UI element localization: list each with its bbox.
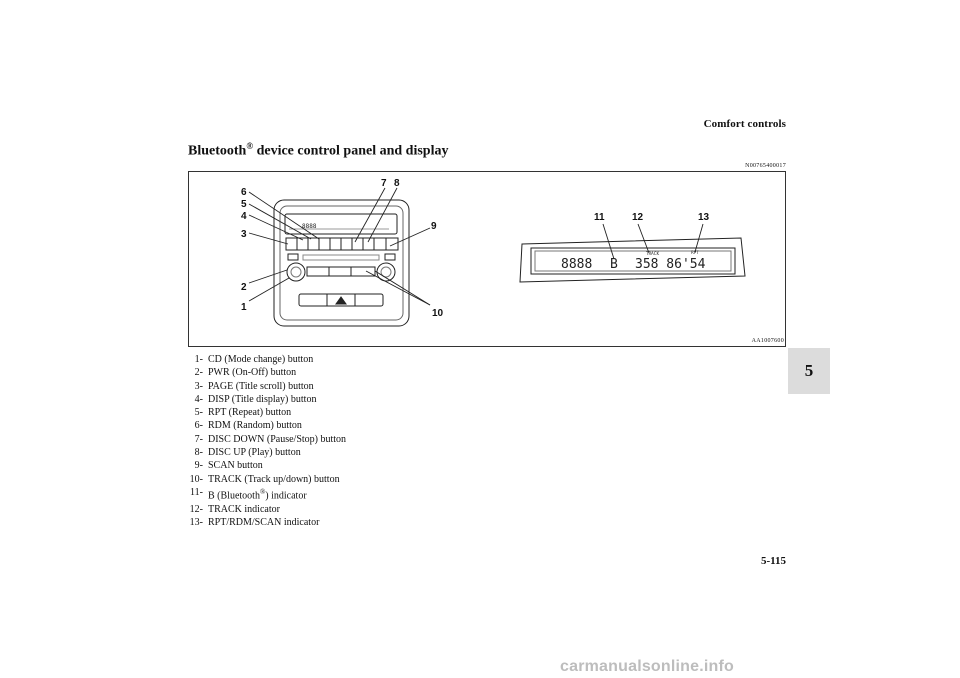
figure-code: AA1007600 [751,338,784,344]
legend-item: 11-B (Bluetooth®) indicator [190,486,307,502]
legend-item: 4-DISP (Title display) button [194,393,317,405]
section-tab: 5 [788,348,830,394]
legend-item: 7-DISC DOWN (Pause/Stop) button [194,433,347,445]
callout-2: 2 [241,282,247,293]
disc-slot [302,254,380,261]
display-screen [530,247,736,275]
title-main: Bluetooth [188,143,247,159]
hazard-bar [298,293,384,307]
legend-item: 6-RDM (Random) button [194,420,302,432]
callout-13: 13 [698,212,710,223]
rpt-indicator: RPT [691,250,699,255]
callout-12: 12 [632,212,644,223]
bluetooth-indicator: B [610,257,618,272]
legend-item: 13-RPT/RDM/SCAN indicator [189,516,320,528]
panel-display-digits: 8888 [302,223,317,230]
legend-list: 1-CD (Mode change) button 2-PWR (On-Off)… [182,353,346,529]
legend-item: 9-SCAN button [194,460,263,472]
legend-item: 5-RPT (Repeat) button [194,407,292,419]
radio-unit [273,199,410,327]
display-time: 358 86'54 [635,257,706,272]
legend-item: 2-PWR (On-Off) button [194,367,297,379]
radio-face [279,205,404,321]
callout-8: 8 [394,178,400,189]
document-code: N00765400017 [745,163,786,169]
display-digits: 8888 [561,257,592,272]
display-module [519,237,746,283]
callout-4: 4 [241,211,247,222]
title-rest: device control panel and display [253,143,449,159]
legend-item: 8-DISC UP (Play) button [194,447,301,459]
legend-item: 3-PAGE (Title scroll) button [194,380,314,392]
hazard-icon [335,296,347,305]
display-outer [519,237,746,283]
radio-leader-lines [248,187,431,306]
radio-bezel [273,199,410,327]
registered-mark: ® [246,141,254,151]
button-row [285,237,399,251]
legend-item: 12-TRACK indicator [189,503,280,515]
callout-6: 6 [241,187,247,198]
legend-item: 1-CD (Mode change) button [194,354,314,365]
pwr-knob [286,262,306,282]
figure-illustration: 8888 8888 B 358 86'54 TRACK RPT [241,178,746,327]
control-panel-figure: 8888 8888 B 358 86'54 TRACK RPT [188,171,786,347]
watermark: carmanualsonline.info [560,658,735,675]
callout-9: 9 [431,221,437,232]
page-number: 5-115 [760,555,786,567]
callout-11: 11 [594,212,605,223]
callout-1: 1 [241,302,247,313]
callout-numbers: 6 5 4 3 2 1 7 8 9 10 11 12 13 [241,178,710,319]
callout-10: 10 [432,308,444,319]
page-title: Bluetooth® device control panel and disp… [188,141,448,160]
callout-5: 5 [241,199,247,210]
display-leader-lines [602,223,704,260]
section-header: Comfort controls [703,118,786,130]
track-indicator: TRACK [645,251,660,256]
cd-button [287,253,299,261]
legend-item: 10-TRACK (Track up/down) button [189,473,340,485]
scan-button [384,253,396,261]
callout-3: 3 [241,229,247,240]
callout-7: 7 [381,178,387,189]
